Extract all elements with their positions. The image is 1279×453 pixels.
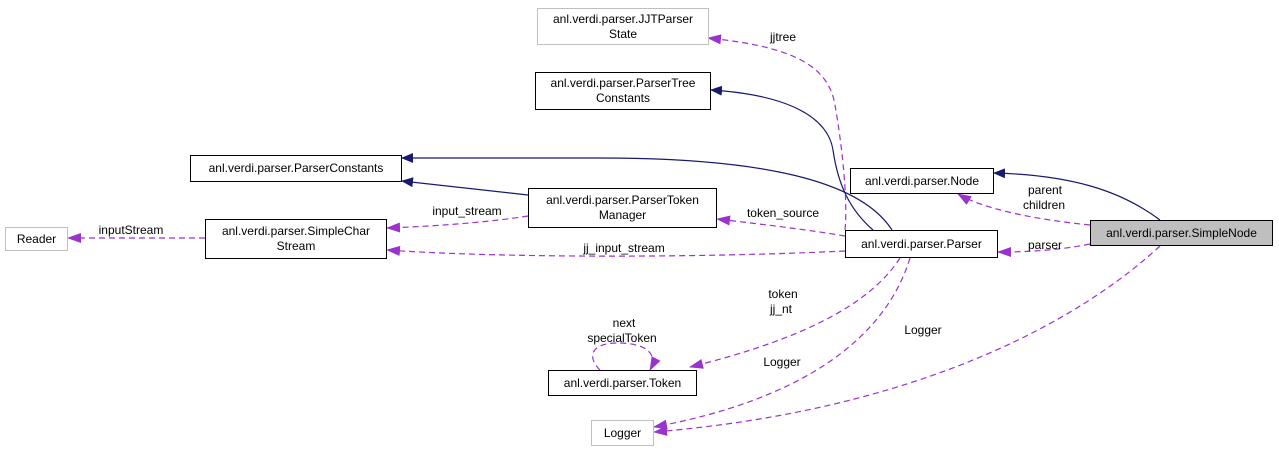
node-parser-tree-constants[interactable]: anl.verdi.parser.ParserTree Constants xyxy=(535,72,711,110)
edge-simple-node-to-logger xyxy=(653,245,1161,436)
node-parser[interactable]: anl.verdi.parser.Parser xyxy=(845,230,998,258)
edge-label-jj-input-stream: jj_input_stream xyxy=(582,241,664,255)
edge-parser-to-parser-tree-constants xyxy=(710,85,874,231)
edge-label-parent: parent xyxy=(1028,183,1063,197)
node-logger[interactable]: Logger xyxy=(591,420,654,446)
edge-label-logger-simple-node: Logger xyxy=(904,323,941,337)
edge-parser-to-simple-char-stream xyxy=(386,245,846,257)
edge-label-input-stream: input_stream xyxy=(432,204,501,218)
node-node[interactable]: anl.verdi.parser.Node xyxy=(850,168,994,194)
edge-simple-node-to-parser xyxy=(997,243,1091,257)
node-label-line: Logger xyxy=(603,425,642,440)
node-simple-node[interactable]: anl.verdi.parser.SimpleNode xyxy=(1090,220,1273,246)
node-label-line: anl.verdi.parser.ParserToken xyxy=(546,193,699,207)
edge-parser-to-logger xyxy=(653,257,911,430)
edge-simple-node-to-node-usage xyxy=(957,193,1091,226)
node-simple-char-stream[interactable]: anl.verdi.parser.SimpleChar Stream xyxy=(205,219,387,259)
node-label-line: anl.verdi.parser.ParserTree xyxy=(550,76,696,90)
edge-label-token-source: token_source xyxy=(747,206,819,220)
node-label-line: anl.verdi.parser.SimpleNode xyxy=(1106,225,1257,240)
node-label-line: anl.verdi.parser.Node xyxy=(864,173,980,188)
edge-label-jjtree: jjtree xyxy=(769,30,796,44)
node-label-line: anl.verdi.parser.Token xyxy=(563,375,682,390)
node-jjt-parser-state[interactable]: anl.verdi.parser.JJTParser State xyxy=(537,8,709,45)
node-token[interactable]: anl.verdi.parser.Token xyxy=(548,370,697,396)
node-parser-token-manager[interactable]: anl.verdi.parser.ParserToken Manager xyxy=(528,188,717,228)
edge-label-special-token: specialToken xyxy=(587,331,656,345)
node-label-line: Reader xyxy=(16,231,57,246)
node-parser-constants[interactable]: anl.verdi.parser.ParserConstants xyxy=(190,155,402,182)
node-label-line: State xyxy=(608,26,638,41)
edge-parser-to-token xyxy=(689,257,901,369)
node-label-line: Stream xyxy=(276,239,316,253)
edge-parser-to-parser-constants xyxy=(401,153,893,231)
edge-parser-to-token-manager xyxy=(716,215,846,237)
edge-token-manager-to-parser-constants xyxy=(401,177,529,196)
edge-parser-to-jjt-parser-state xyxy=(707,34,847,231)
node-label-line: anl.verdi.parser.Parser xyxy=(861,236,982,251)
edge-label-logger-parser: Logger xyxy=(763,355,800,369)
edge-label-token: token xyxy=(768,287,797,301)
edge-simple-node-to-node xyxy=(993,168,1161,221)
node-label-line: Manager xyxy=(598,208,647,222)
node-label-line: anl.verdi.parser.JJTParser xyxy=(552,11,694,26)
edge-label-children: children xyxy=(1023,198,1065,212)
edge-label-jj-nt: jj_nt xyxy=(769,302,793,316)
edge-token-manager-to-simple-char-stream xyxy=(386,215,529,233)
edge-label-next: next xyxy=(613,316,636,330)
node-reader[interactable]: Reader xyxy=(5,227,68,251)
node-label-line: anl.verdi.parser.SimpleChar xyxy=(221,224,371,238)
node-label-line: anl.verdi.parser.ParserConstants xyxy=(208,161,384,175)
edge-token-self-loop xyxy=(591,342,661,371)
edge-label-parser: parser xyxy=(1028,238,1062,252)
node-label-line: Constants xyxy=(595,91,650,105)
edge-label-input-stream-reader: inputStream xyxy=(99,223,164,237)
